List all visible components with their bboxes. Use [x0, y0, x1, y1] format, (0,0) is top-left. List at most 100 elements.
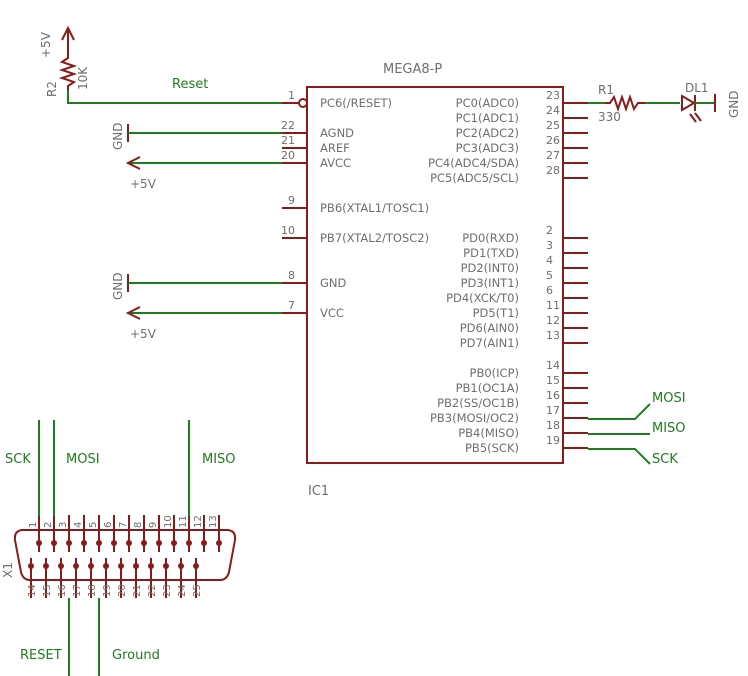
- pin-name: PB3(MOSI/OC2): [430, 411, 519, 425]
- reset-circuit: +5V R2 10K Reset: [39, 25, 282, 104]
- pin-number: 22: [147, 584, 158, 597]
- pin-number: 15: [42, 584, 53, 597]
- reset-net-wire: [67, 90, 282, 104]
- pin-number: 2: [43, 522, 54, 528]
- pin-number: 19: [102, 584, 113, 597]
- connector-pin-top: 9: [148, 515, 162, 552]
- pin-number: 13: [546, 329, 560, 342]
- pin-number: 8: [133, 522, 144, 528]
- pin-number: 27: [546, 149, 560, 162]
- connector-pin-top: 4: [73, 515, 87, 552]
- pin-name: AGND: [320, 126, 354, 140]
- pin-number: 3: [546, 239, 553, 252]
- pin-name: VCC: [320, 306, 344, 320]
- pin-number: 8: [288, 269, 295, 282]
- r2-supply-label: +5V: [39, 31, 53, 58]
- connector-pin-bottom: 21: [132, 558, 143, 598]
- pin-number: 28: [546, 164, 560, 177]
- pin-number: 9: [148, 522, 159, 528]
- pin-number: 11: [178, 515, 189, 528]
- connector-pin-bottom: 22: [147, 558, 158, 598]
- pin-name: PC3(ADC3): [456, 141, 519, 155]
- pin-number: 12: [546, 314, 560, 327]
- x1-miso-label: MISO: [202, 452, 236, 467]
- pin-contact: [156, 540, 162, 546]
- pin-contact: [36, 540, 42, 546]
- pin-name: PB0(ICP): [470, 366, 519, 380]
- pin-number: 2: [546, 224, 553, 237]
- miso-net-label: MISO: [652, 421, 686, 436]
- connector-pin-top: 6: [103, 515, 117, 552]
- pin-name: PC5(ADC5/SCL): [430, 171, 519, 185]
- connector-pin-bottom: 24: [177, 558, 188, 598]
- pin-contact: [81, 540, 87, 546]
- pin-number: 15: [546, 374, 560, 387]
- led-gnd-label: GND: [727, 90, 741, 118]
- led-light-ray-2: [694, 112, 702, 122]
- r2-value: 10K: [76, 66, 90, 90]
- pin-contact: [171, 540, 177, 546]
- pin-name: PC2(ADC2): [456, 126, 519, 140]
- r1-resistor-symbol: [605, 93, 645, 113]
- pin-number: 14: [546, 359, 560, 372]
- pin-name: PD0(RXD): [462, 231, 519, 245]
- pin-name: PD1(TXD): [463, 246, 519, 260]
- pin-number: 23: [162, 584, 173, 597]
- connector-pin-bottom: 17: [72, 558, 83, 598]
- pin-contact: [111, 540, 117, 546]
- connector-pin-top: 5: [88, 515, 102, 552]
- pin-contact: [193, 563, 199, 569]
- pin-number: 18: [546, 419, 560, 432]
- pin-number: 16: [57, 584, 68, 597]
- pin-number: 7: [288, 299, 295, 312]
- pin-number: 7: [118, 522, 129, 528]
- ic-ref-label: IC1: [308, 484, 329, 499]
- pin-name: PD7(AIN1): [460, 336, 519, 350]
- reset-net-label: Reset: [172, 77, 208, 92]
- connector-pin-top: 12: [193, 515, 207, 552]
- led-ref: DL1: [685, 81, 709, 95]
- pin-number: 6: [546, 284, 553, 297]
- r1-value: 330: [598, 110, 621, 124]
- pin-number: 14: [27, 584, 38, 597]
- pin-contact: [163, 563, 169, 569]
- pin-name: PD5(T1): [473, 306, 519, 320]
- pin-contact: [51, 540, 57, 546]
- pin-contact: [178, 563, 184, 569]
- x1-reset-label: RESET: [20, 648, 62, 663]
- pin-number: 5: [546, 269, 553, 282]
- pin-name: AREF: [320, 141, 350, 155]
- pin-name: PB1(OC1A): [456, 381, 519, 395]
- pin-contact: [148, 563, 154, 569]
- ic-body: [306, 86, 564, 464]
- pin-contact: [88, 563, 94, 569]
- pin-contact: [73, 563, 79, 569]
- gnd-top-label: GND: [111, 122, 125, 150]
- pin-number: 9: [288, 194, 295, 207]
- pin-number: 21: [132, 584, 143, 597]
- pin-name: PB6(XTAL1/TOSC1): [320, 201, 429, 215]
- pin-number: 12: [193, 515, 204, 528]
- sck-net-wire: [588, 448, 651, 465]
- connector-pin-top: 2: [43, 515, 57, 552]
- pin-number: 16: [546, 389, 560, 402]
- pin-contact: [43, 563, 49, 569]
- ic-part-label: MEGA8-P: [383, 62, 442, 77]
- pin-number: 20: [117, 584, 128, 597]
- pin-number: 19: [546, 434, 560, 447]
- pin-contact: [126, 540, 132, 546]
- connector-body: [13, 529, 237, 581]
- pin-name: PD3(INT1): [461, 276, 519, 290]
- pin-number: 10: [281, 224, 295, 237]
